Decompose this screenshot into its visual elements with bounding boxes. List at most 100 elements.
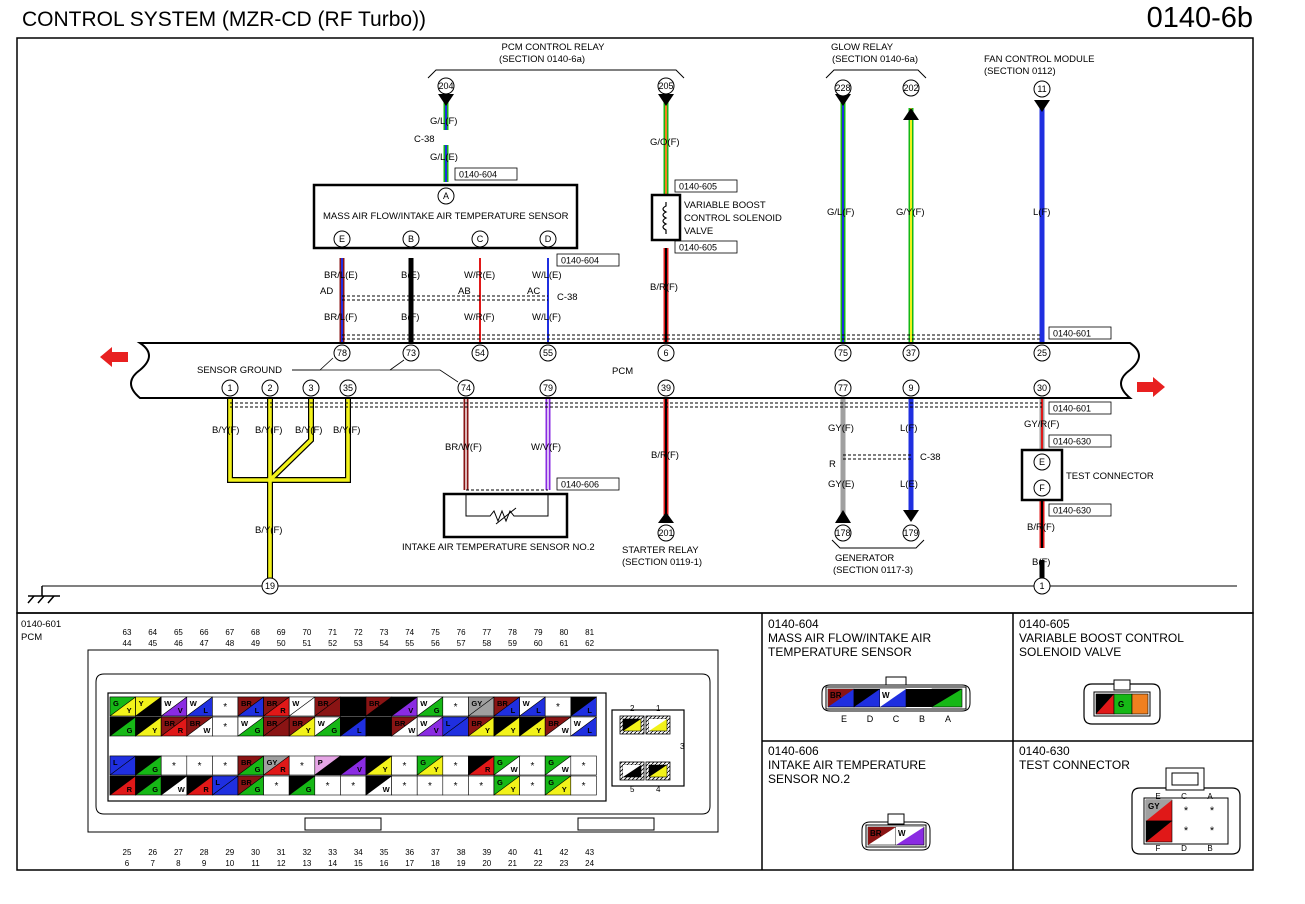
svg-text:Y: Y <box>511 785 516 794</box>
wire-label: B/R(F) <box>650 282 678 293</box>
connector-cell: * <box>519 775 546 796</box>
ground-icon <box>27 586 60 604</box>
connector-cell: BR <box>314 696 342 717</box>
pin-circle-p1: 1 <box>221 379 239 397</box>
test-connector-label: TEST CONNECTOR <box>1066 471 1154 482</box>
pcm-connector-code: 0140-601 <box>21 619 61 630</box>
pin-circle-p79: 79 <box>539 379 557 397</box>
svg-text:BR: BR <box>318 699 329 708</box>
pin-number: 21 <box>508 859 517 868</box>
svg-text:W: W <box>574 719 582 728</box>
maf-label: MASS AIR FLOW/INTAKE AIR TEMPERATURE SEN… <box>323 211 569 222</box>
c630-code: 0140-630 <box>1019 744 1070 758</box>
pin-circle-p75: 75 <box>834 344 852 362</box>
wire-label: L(F) <box>1033 207 1050 218</box>
svg-text:37: 37 <box>906 348 916 358</box>
svg-text:0140-630: 0140-630 <box>1053 506 1091 516</box>
arrow-left-icon <box>100 347 128 367</box>
pin-number: 25 <box>123 848 132 857</box>
connector-cell: BRW <box>391 716 419 737</box>
svg-text:55: 55 <box>543 348 553 358</box>
svg-text:178: 178 <box>835 528 850 538</box>
svg-text:V: V <box>178 706 183 715</box>
reference-box: 0140-606 <box>556 477 620 491</box>
pcm-connector-panel: 0140-601 PCM 634464456546664767486849695… <box>21 619 719 868</box>
pin-number: 81 <box>585 628 594 637</box>
svg-text:E: E <box>339 234 345 244</box>
connector-cell: * <box>416 775 444 796</box>
connector-cell: BRW <box>186 716 214 737</box>
svg-text:G: G <box>331 726 337 735</box>
pin-circle-E: E <box>333 230 351 248</box>
svg-text:0140-604: 0140-604 <box>459 170 497 180</box>
wire-label: B/R(F) <box>651 450 679 461</box>
wire-label: BR/W(F) <box>445 442 482 453</box>
svg-text:1: 1 <box>227 383 232 393</box>
pin-number: 24 <box>585 859 594 868</box>
connector-cell: BL <box>340 716 367 737</box>
connector-cell: WG <box>314 716 342 737</box>
pin-number: 80 <box>559 628 568 637</box>
connector-cell: * <box>519 755 546 776</box>
svg-text:G: G <box>497 758 503 767</box>
page-title: CONTROL SYSTEM (MZR-CD (RF Turbo)) <box>22 8 427 31</box>
connector-cell: BRG <box>237 775 265 796</box>
connector-cell: * <box>442 755 469 776</box>
pin-number: 47 <box>200 639 209 648</box>
svg-text:BR: BR <box>870 829 882 838</box>
svg-text:*: * <box>274 781 278 792</box>
pin-circle-p35: 35 <box>339 379 357 397</box>
svg-text:*: * <box>172 761 176 772</box>
pin-number: 9 <box>202 859 207 868</box>
pin-number: 74 <box>405 628 414 637</box>
connector-cell: WL <box>570 716 598 737</box>
pin-number: 54 <box>380 639 389 648</box>
svg-text:F: F <box>1039 483 1045 493</box>
wire-label: W/L(E) <box>532 270 562 281</box>
connector-cell: WG <box>416 696 444 717</box>
svg-text:9: 9 <box>908 383 913 393</box>
svg-text:BR: BR <box>292 719 303 728</box>
pin-number: 51 <box>302 639 311 648</box>
pin-circle-D: D <box>539 230 557 248</box>
connector-label: AB <box>458 286 471 297</box>
pin-number: 11 <box>251 859 260 868</box>
pin-number: 29 <box>225 848 234 857</box>
svg-text:*: * <box>530 781 534 792</box>
svg-text:*: * <box>223 702 227 713</box>
svg-text:B: B <box>1148 823 1154 832</box>
pin-circle-p30: 30 <box>1033 379 1051 397</box>
small-pin-number: 1 <box>656 704 661 713</box>
svg-text:*: * <box>530 761 534 772</box>
svg-text:B: B <box>383 706 389 715</box>
svg-text:*: * <box>198 761 202 772</box>
pin-circle-n1: 1 <box>1033 577 1051 595</box>
reference-box: 0140-601 <box>1048 401 1112 415</box>
svg-text:W: W <box>164 699 172 708</box>
svg-text:B: B <box>523 719 529 728</box>
small-pin-number: 2 <box>630 704 635 713</box>
connector-cell: BY <box>519 716 547 737</box>
wire-label: G/L(E) <box>430 152 458 163</box>
svg-text:B: B <box>113 778 119 787</box>
connector-cell: BW <box>365 775 393 796</box>
pin-number: 10 <box>225 859 234 868</box>
reference-boxes: 0140-6040140-6050140-6050140-6040140-601… <box>454 167 1112 517</box>
reference-box: 0140-605 <box>674 179 738 193</box>
svg-text:G: G <box>113 699 119 708</box>
connector-cell: BRY <box>468 716 495 737</box>
svg-text:G: G <box>1118 700 1124 709</box>
connector-label: C-38 <box>920 452 941 463</box>
pin-circle-p3: 3 <box>302 379 320 397</box>
wire-label: G/O(F) <box>650 137 680 148</box>
svg-text:78: 78 <box>337 348 347 358</box>
connector-cell: * <box>468 775 495 796</box>
connector-cell: BW <box>160 775 188 796</box>
pcm-relay-section: (SECTION 0140-6a) <box>499 54 585 65</box>
connector-cell: * <box>442 775 469 796</box>
svg-text:D: D <box>545 234 552 244</box>
svg-text:Y: Y <box>152 726 157 735</box>
svg-text:B: B <box>408 234 414 244</box>
wire-label: G/Y(F) <box>896 207 925 218</box>
